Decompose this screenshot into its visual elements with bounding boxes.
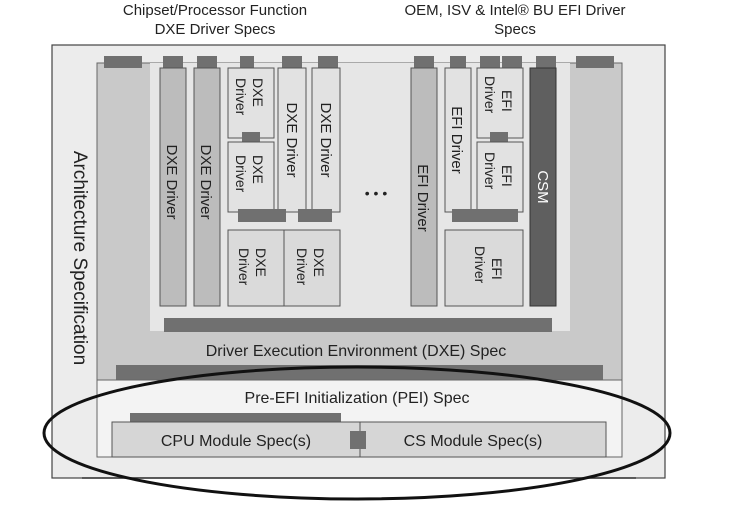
pei-label: Pre-EFI Initialization (PEI) Spec: [245, 390, 470, 407]
header-left-line1: Chipset/Processor Function: [122, 2, 308, 19]
connector-b: [238, 209, 286, 222]
header-right-line2: Specs: [494, 21, 536, 38]
connector-d: [490, 132, 508, 144]
ellipsis: • • •: [365, 185, 388, 201]
top-connectors: [104, 56, 614, 68]
dxe-driver-label-3: DXE Driver: [283, 102, 300, 177]
efi-driver-label-2: EFI Driver: [448, 106, 465, 174]
dxe-driver-column-2: [193, 67, 221, 307]
efi-driver-column-2: [444, 67, 472, 213]
dxe-driver-column-1: [159, 67, 187, 307]
architecture-label: Architecture Specification: [69, 151, 90, 365]
efi-driver-box-c: [444, 229, 524, 307]
dxe-driver-column-4: [311, 67, 341, 213]
header-left-line2: DXE Driver Specs: [154, 21, 276, 38]
efi-driver-label-1: EFI Driver: [414, 164, 431, 232]
csm-label: CSM: [534, 170, 551, 203]
efi-driver-column-1: [410, 67, 438, 307]
dxe-bus-bar: [164, 318, 552, 332]
efi-driver-c-line2: Driver: [472, 246, 488, 284]
cs-module-label: CS Module Spec(s): [404, 433, 543, 450]
dxe-driver-box-c: [227, 229, 285, 307]
pei-bus-bar: [116, 365, 603, 380]
dxe-driver-box-d: [283, 229, 341, 307]
connector-e: [452, 209, 518, 222]
cs-module-box: [359, 421, 607, 458]
dxe-driver-a-line1: DXE: [250, 78, 266, 107]
dxe-driver-d-line1: DXE: [311, 248, 327, 277]
dxe-driver-a-line2: Driver: [233, 78, 249, 116]
dxe-driver-d-line2: Driver: [294, 248, 310, 286]
efi-driver-b-line2: Driver: [482, 152, 498, 190]
csm-block: [529, 67, 557, 307]
efi-driver-b-line1: EFI: [499, 165, 515, 187]
dxe-driver-box-b: [227, 141, 275, 213]
highlight-ellipse: [42, 365, 672, 501]
module-connector: [350, 431, 366, 449]
dxe-driver-c-line2: Driver: [236, 248, 252, 286]
dxe-driver-label-4: DXE Driver: [317, 102, 334, 177]
cpu-module-label: CPU Module Spec(s): [161, 433, 311, 450]
connector-c: [298, 209, 332, 222]
dxe-driver-box-a: [227, 67, 275, 139]
header-left: Chipset/Processor Function DXE Driver Sp…: [70, 1, 360, 39]
header-right: OEM, ISV & Intel® BU EFI Driver Specs: [370, 1, 660, 39]
dxe-driver-label-1: DXE Driver: [163, 144, 180, 219]
dxe-driver-column-3: [277, 67, 307, 213]
efi-driver-a-line2: Driver: [482, 76, 498, 114]
efi-driver-a-line1: EFI: [499, 90, 515, 112]
dxe-driver-label-2: DXE Driver: [197, 144, 214, 219]
dxe-env-label: Driver Execution Environment (DXE) Spec: [206, 343, 507, 360]
header-right-line1: OEM, ISV & Intel® BU EFI Driver: [404, 2, 626, 19]
connector-a: [242, 132, 260, 144]
dxe-driver-b-line2: Driver: [233, 155, 249, 193]
efi-driver-c-line1: EFI: [489, 258, 505, 280]
dxe-driver-b-line1: DXE: [250, 155, 266, 184]
dxe-driver-c-line1: DXE: [253, 248, 269, 277]
